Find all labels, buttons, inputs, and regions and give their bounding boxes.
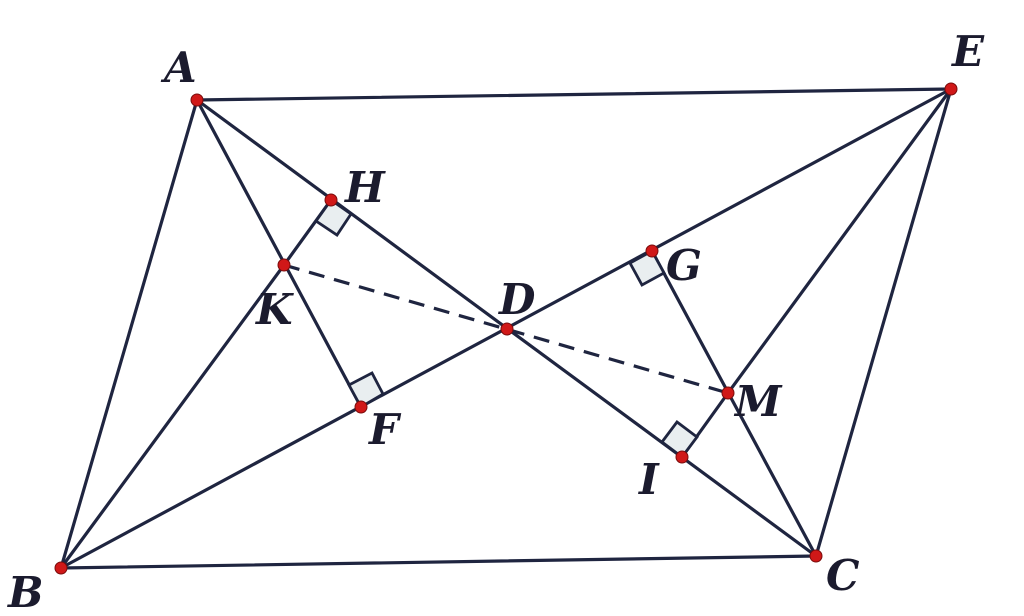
point-D <box>500 322 514 336</box>
segment-GC <box>650 249 818 558</box>
right-angle-marker-G <box>628 249 666 287</box>
point-H <box>324 193 338 207</box>
segment-EM <box>726 87 953 395</box>
segment-BK <box>59 263 286 570</box>
label-C: C <box>826 551 860 600</box>
right-angle-marker-I <box>660 420 699 459</box>
label-G: G <box>666 241 702 290</box>
point-I <box>675 450 689 464</box>
label-K: K <box>255 285 294 334</box>
label-F: F <box>368 405 402 454</box>
point-M <box>721 386 735 400</box>
segment-BC <box>59 554 818 570</box>
label-A: A <box>160 43 197 92</box>
segment-AB <box>59 98 199 570</box>
label-B: B <box>7 568 44 616</box>
segment-AF <box>195 98 363 409</box>
right-angle-marker-F <box>347 371 385 409</box>
point-K <box>277 258 291 272</box>
label-H: H <box>344 163 386 212</box>
label-M: M <box>733 377 783 426</box>
segment-AE <box>195 87 953 102</box>
point-C <box>809 549 823 563</box>
point-A <box>190 93 204 107</box>
segment-EC <box>814 87 953 558</box>
point-G <box>645 244 659 258</box>
label-D: D <box>498 275 536 324</box>
point-B <box>54 561 68 575</box>
right-angle-marker-H <box>314 198 353 237</box>
point-E <box>944 82 958 96</box>
label-I: I <box>638 455 660 504</box>
point-F <box>354 400 368 414</box>
label-E: E <box>951 27 985 76</box>
